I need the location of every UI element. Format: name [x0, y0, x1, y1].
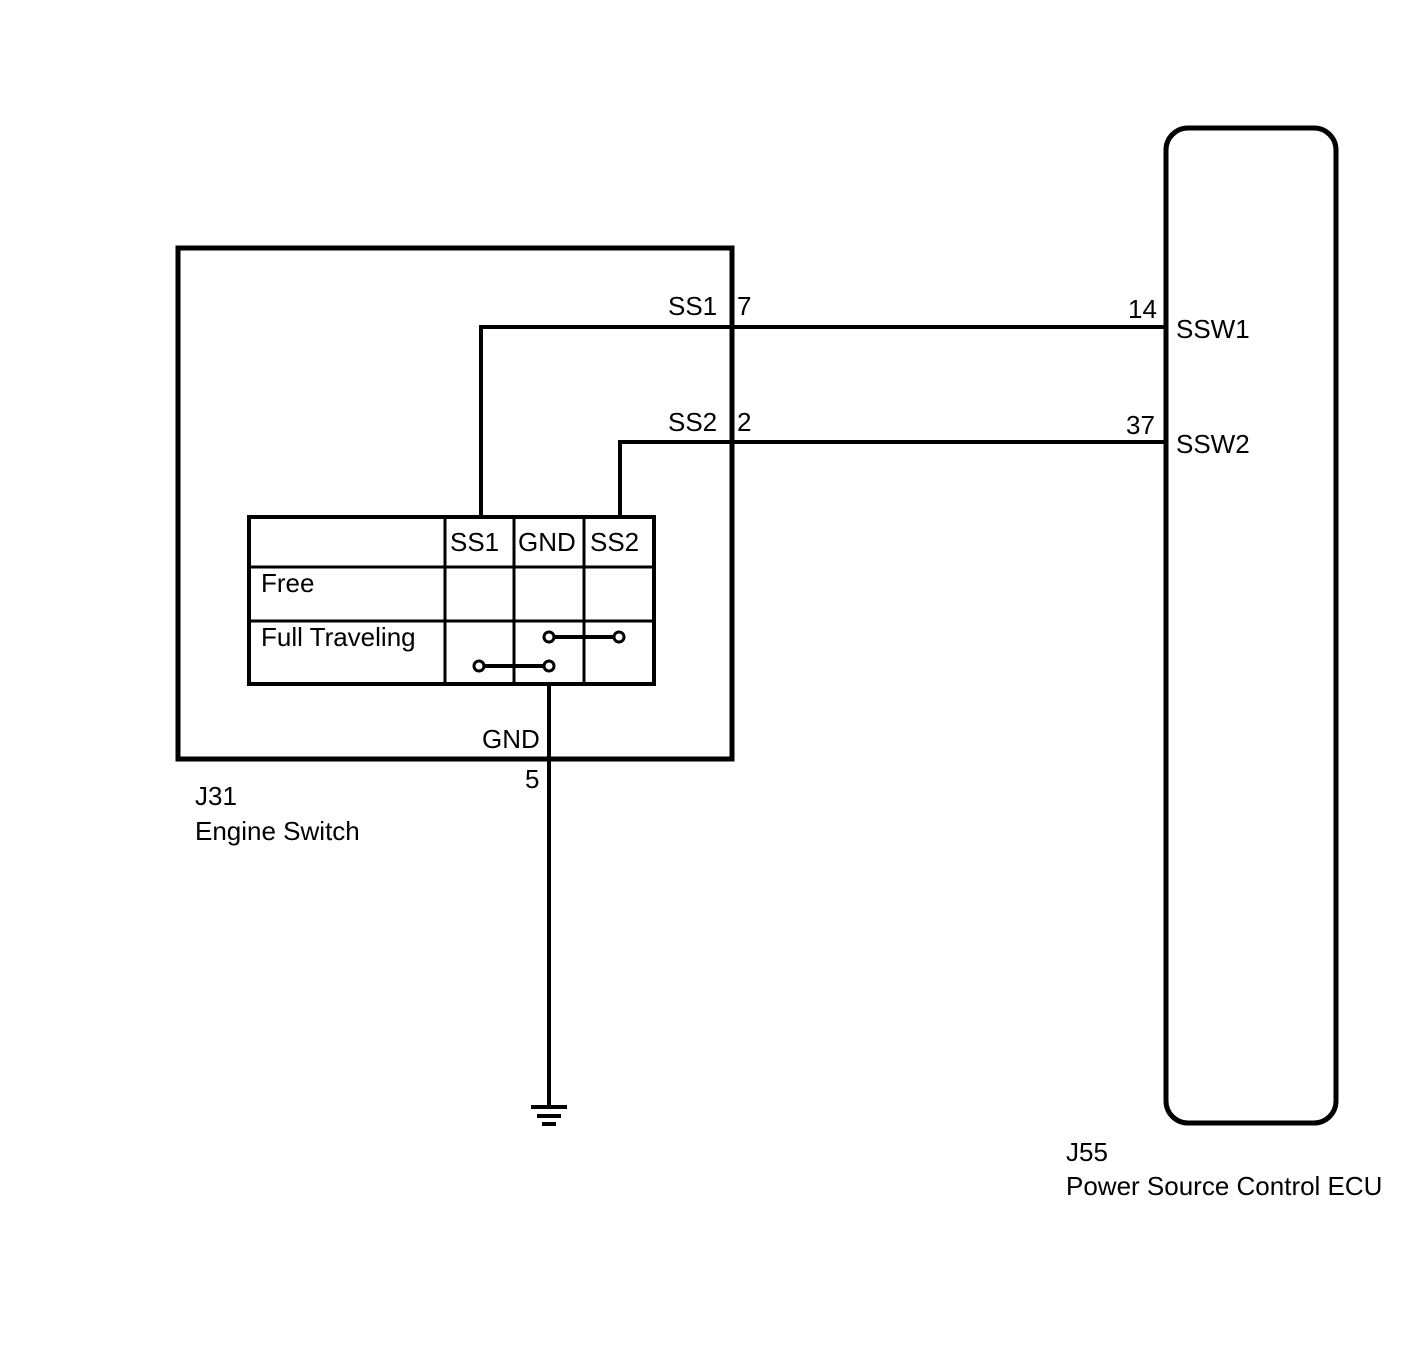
pin-number-2: 2	[737, 407, 751, 437]
engine-switch-id: J31	[195, 781, 237, 811]
table-header-ss2: SS2	[590, 527, 639, 557]
pin-name-ss1: SS1	[668, 291, 717, 321]
ecu-pin-number-37: 37	[1126, 410, 1155, 440]
pin-number-7: 7	[737, 291, 751, 321]
pin-number-5: 5	[525, 764, 539, 794]
table-header-ss1: SS1	[450, 527, 499, 557]
continuity-ss1-gnd	[472, 659, 556, 673]
wire-ss1	[479, 325, 1166, 517]
pin-name-ss2: SS2	[668, 407, 717, 437]
ground-icon	[531, 1105, 567, 1126]
engine-switch-name: Engine Switch	[195, 816, 360, 846]
table-header-gnd: GND	[518, 527, 576, 557]
ecu-name: Power Source Control ECU	[1066, 1171, 1382, 1201]
ecu-id: J55	[1066, 1137, 1108, 1167]
ecu-pin-name-ssw2: SSW2	[1176, 429, 1250, 459]
table-row-full-traveling: Full Traveling	[261, 622, 416, 652]
engine-switch-box	[175, 245, 735, 762]
table-row-free: Free	[261, 568, 314, 598]
wire-ss2	[618, 440, 1166, 517]
ecu-pin-name-ssw1: SSW1	[1176, 314, 1250, 344]
switch-table	[247, 515, 656, 686]
continuity-gnd-ss2	[542, 630, 626, 644]
ecu-box	[1163, 125, 1339, 1126]
ecu-pin-number-14: 14	[1128, 294, 1157, 324]
pin-name-gnd: GND	[482, 724, 540, 754]
